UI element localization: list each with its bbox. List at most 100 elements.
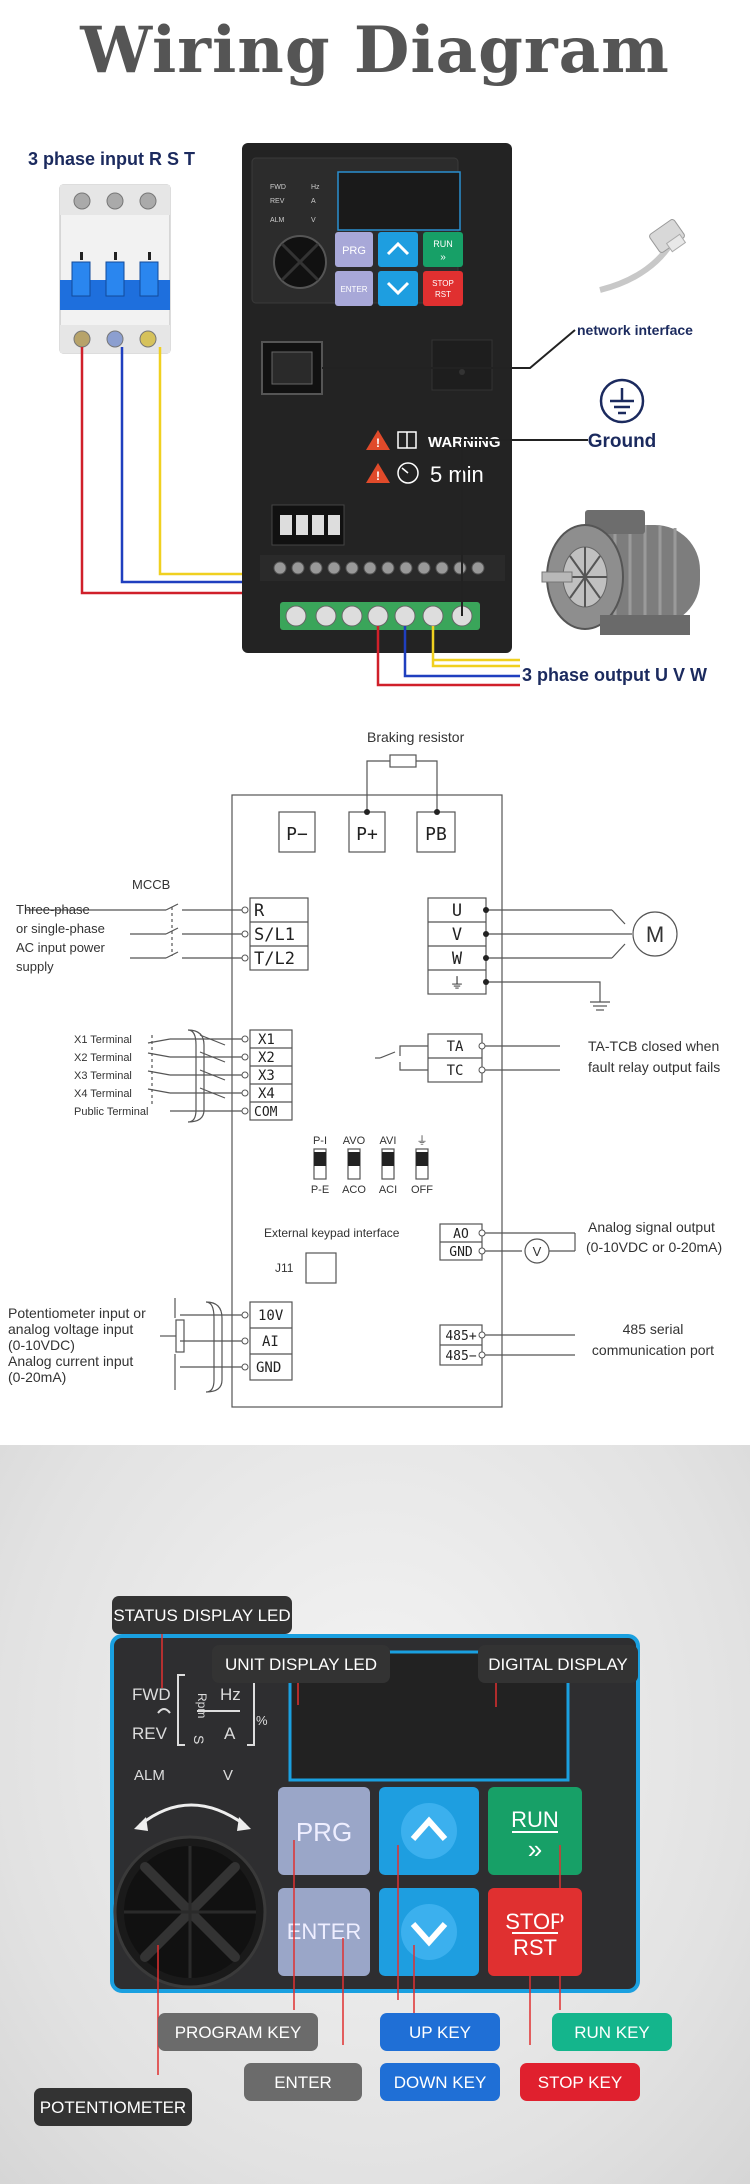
svg-text:X4: X4 (258, 1086, 275, 1102)
svg-text:P-I: P-I (313, 1135, 327, 1147)
svg-text:J11: J11 (275, 1261, 294, 1275)
svg-text:STOP: STOP (432, 279, 454, 288)
svg-text:Analog current input: Analog current input (8, 1353, 133, 1369)
circuit-breaker (59, 184, 171, 354)
svg-text:TC: TC (447, 1063, 464, 1079)
svg-text:X3 Terminal: X3 Terminal (74, 1070, 132, 1082)
terminal-p-plus: P+ (356, 824, 378, 845)
svg-text:Analog signal output: Analog signal output (588, 1219, 715, 1235)
callout-enter: ENTER (244, 2063, 362, 2101)
warning-icon-2 (366, 463, 390, 483)
drive-prg-key (335, 232, 373, 267)
svg-text:V: V (533, 1244, 542, 1259)
drive-display (337, 171, 461, 231)
svg-text:TA-TCB closed when: TA-TCB closed when (588, 1038, 719, 1054)
svg-text:AI: AI (262, 1334, 279, 1350)
svg-text:X3: X3 (258, 1068, 275, 1084)
svg-text:Hz: Hz (311, 184, 320, 191)
svg-text:ALM: ALM (270, 217, 285, 224)
prg-key (278, 1787, 370, 1875)
svg-text:ACI: ACI (379, 1184, 397, 1196)
svg-text:AO: AO (453, 1227, 469, 1242)
input-label: 3 phase input R S T (28, 149, 195, 169)
svg-text:RUN: RUN (433, 239, 453, 249)
svg-text:COM: COM (254, 1105, 278, 1120)
schematic-svg: Braking resistor P− P+ PB MCCB Three-pha… (8, 729, 722, 1408)
svg-text:RUN: RUN (511, 1807, 559, 1832)
svg-text:W: W (452, 949, 463, 969)
drive-down-key (378, 271, 418, 306)
svg-text:X1 Terminal: X1 Terminal (74, 1034, 132, 1046)
svg-text:Potentiometer input or: Potentiometer input or (8, 1305, 146, 1321)
svg-text:X2: X2 (258, 1050, 275, 1066)
svg-text:P-E: P-E (311, 1184, 329, 1196)
svg-text:U: U (452, 901, 462, 921)
svg-text:PRG: PRG (296, 1817, 352, 1847)
terminal-pb: PB (425, 824, 447, 845)
drive-up-key (378, 232, 418, 267)
svg-text:Public Terminal: Public Terminal (74, 1106, 148, 1118)
ground-icon (599, 378, 645, 424)
svg-text:T/L2: T/L2 (254, 949, 295, 969)
svg-text:UNIT DISPLAY LED: UNIT DISPLAY LED (225, 1655, 377, 1674)
svg-text:GND: GND (256, 1360, 281, 1376)
svg-text:RUN KEY: RUN KEY (574, 2023, 650, 2042)
svg-text:communication port: communication port (592, 1342, 714, 1358)
svg-text:DIGITAL DISPLAY: DIGITAL DISPLAY (488, 1655, 628, 1674)
potentiometer-knob (113, 1835, 267, 1989)
schematic-panel: Braking resistor P− P+ PB MCCB Three-pha… (0, 700, 750, 1445)
svg-text:REV: REV (132, 1724, 168, 1743)
mccb-label: MCCB (132, 877, 170, 892)
braking-resistor-symbol (389, 754, 417, 768)
callout-up-key: UP KEY (380, 2013, 500, 2051)
motor-label: M (646, 922, 664, 947)
svg-text:ALM: ALM (134, 1767, 165, 1784)
svg-text:STOP KEY: STOP KEY (538, 2073, 622, 2092)
svg-text:ENTER: ENTER (274, 2073, 332, 2092)
wiring-diagram-panel: Wiring Diagram 3 phase input R S T FWD R… (0, 0, 750, 700)
callout-unit-led: UNIT DISPLAY LED (212, 1645, 390, 1683)
svg-text:(0-20mA): (0-20mA) (8, 1369, 66, 1385)
output-wires (376, 626, 520, 687)
svg-text:⏚: ⏚ (449, 974, 464, 992)
svg-text:485+: 485+ (445, 1329, 476, 1344)
vfd-drive: FWD REV ALM Hz A V PRG ENTER RUN » STOP … (242, 143, 512, 653)
svg-text:External keypad interface: External keypad interface (264, 1226, 400, 1240)
network-cable: network interface (322, 219, 693, 369)
drive-stop-key (423, 271, 463, 306)
wiring-diagram-svg: Wiring Diagram 3 phase input R S T FWD R… (28, 13, 707, 687)
svg-text:V: V (452, 925, 462, 945)
down-arrow-icon (410, 1922, 448, 1947)
warning-text: WARNING (428, 434, 501, 451)
output-label: 3 phase output U V W (522, 665, 707, 685)
svg-text:R: R (254, 901, 265, 921)
svg-text:ENTER: ENTER (340, 285, 367, 294)
svg-text:POTENTIOMETER: POTENTIOMETER (40, 2098, 186, 2117)
svg-text:STATUS DISPLAY LED: STATUS DISPLAY LED (113, 1606, 290, 1625)
callout-stop-key: STOP KEY (520, 2063, 640, 2101)
svg-text:485 serial: 485 serial (623, 1321, 684, 1337)
motor (541, 510, 700, 635)
network-label: network interface (577, 322, 693, 338)
svg-text:A: A (311, 198, 316, 205)
svg-text:ACO: ACO (342, 1184, 366, 1196)
svg-text:A: A (224, 1724, 236, 1743)
svg-text:(0-10VDC): (0-10VDC) (8, 1337, 75, 1353)
svg-text:AVO: AVO (343, 1135, 366, 1147)
svg-text:!: ! (376, 436, 380, 450)
svg-text:»: » (440, 252, 446, 263)
svg-text:S/L1: S/L1 (254, 925, 295, 945)
svg-text:X4 Terminal: X4 Terminal (74, 1088, 132, 1100)
wiring-title: Wiring Diagram (79, 13, 670, 88)
svg-text:X2 Terminal: X2 Terminal (74, 1052, 132, 1064)
svg-text:AVI: AVI (380, 1135, 397, 1147)
svg-text:GND: GND (449, 1245, 473, 1260)
svg-text:S: S (191, 1735, 207, 1744)
callout-down-key: DOWN KEY (380, 2063, 500, 2101)
svg-text:DOWN KEY: DOWN KEY (394, 2073, 487, 2092)
svg-text:10V: 10V (258, 1308, 284, 1324)
callout-digital-display: DIGITAL DISPLAY (478, 1645, 638, 1683)
up-arrow-icon (410, 1816, 448, 1841)
keypad-svg: FWD REV ALM V Rpm Hz S A % PRG ENTER RUN (34, 1596, 672, 2126)
keypad-panel: FWD REV ALM V Rpm Hz S A % PRG ENTER RUN (0, 1445, 750, 2184)
